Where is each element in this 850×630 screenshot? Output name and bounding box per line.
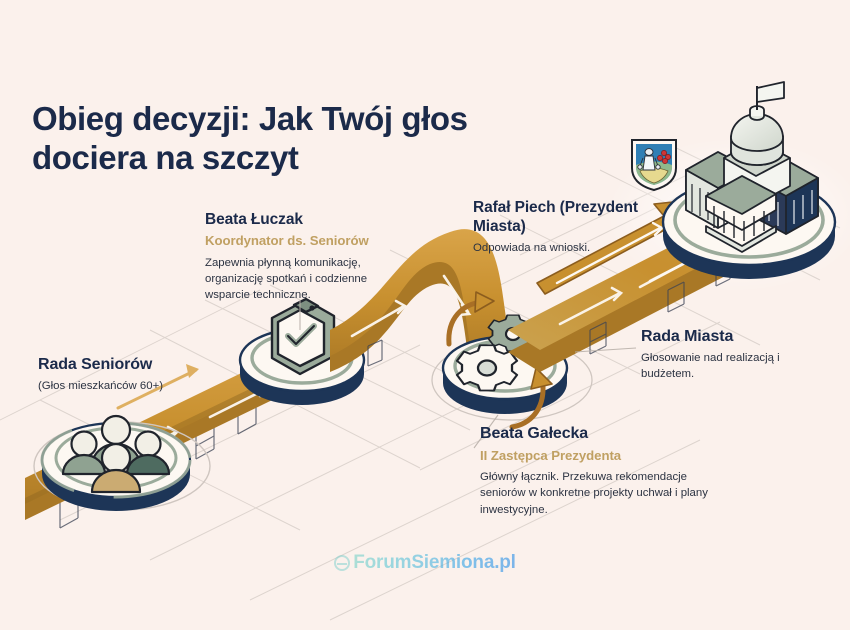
callout-subtitle: Odpowiada na wnioski. bbox=[473, 241, 591, 254]
callout-name: Rada Miasta bbox=[641, 328, 734, 345]
clipboard-check-icon bbox=[270, 297, 336, 376]
footer-logo[interactable]: ForumSiemiona.pl bbox=[0, 552, 850, 576]
leader-lines bbox=[299, 300, 637, 449]
callout-name: Rada Seniorów bbox=[38, 356, 153, 373]
flag-icon bbox=[756, 81, 785, 103]
city-coat-of-arms-icon bbox=[631, 139, 677, 192]
globe-icon bbox=[334, 555, 351, 571]
callout-rada-miasta: Rada Miasta Głosowanie nad realizacją i … bbox=[641, 327, 831, 382]
city-hall-icon bbox=[685, 81, 819, 253]
callout-beata-galecka: Beata Gałecka II Zastępca Prezydenta Głó… bbox=[480, 424, 730, 518]
approach-arrow-left bbox=[116, 364, 199, 410]
callout-rafal-piech: Rafał Piech (Prezydent Miasta) Odpowiada… bbox=[473, 198, 673, 256]
footer-logo-text: ForumSiemiona.pl bbox=[353, 552, 516, 573]
ascending-arrow-upper bbox=[536, 199, 693, 295]
group-of-people-icon bbox=[61, 414, 171, 494]
callout-beata-luczak: Beata Łuczak Koordynator ds. Seniorów Za… bbox=[205, 210, 405, 303]
callout-description: Zapewnia płynną komunikację, organizację… bbox=[205, 256, 368, 301]
page-title: Obieg decyzji: Jak Twój głos dociera na … bbox=[32, 100, 468, 176]
callout-role: Koordynator ds. Seniorów bbox=[205, 233, 369, 249]
callout-name: Rafał Piech (Prezydent Miasta) bbox=[473, 199, 638, 236]
callout-subtitle: Głosowanie nad realizacją i budżetem. bbox=[641, 352, 780, 381]
callout-name: Beata Łuczak bbox=[205, 211, 303, 228]
callout-role: II Zastępca Prezydenta bbox=[480, 448, 622, 463]
callout-description: Główny łącznik. Przekuwa rekomendacje se… bbox=[480, 471, 708, 516]
callout-subtitle: (Głos mieszkańców 60+) bbox=[38, 380, 164, 392]
callout-name: Beata Gałecka bbox=[480, 425, 589, 442]
callout-rada-seniorow: Rada Seniorów (Głos mieszkańców 60+) bbox=[38, 355, 238, 394]
